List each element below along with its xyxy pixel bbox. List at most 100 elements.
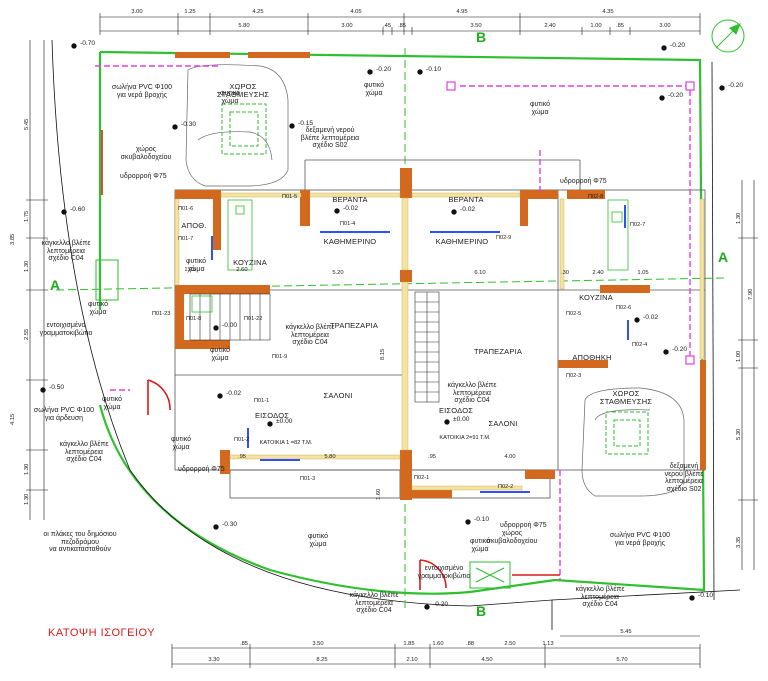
dim-inner: 5.80 xyxy=(324,454,336,460)
dwelling-1-area: ΚΑΤΟΙΚΙΑ 1 =82 Τ.Μ. xyxy=(259,440,313,446)
room-bedroom-left: ΚΑΘΗΜΕΡΙΝΟ xyxy=(323,237,377,246)
level-marker: -0.02 xyxy=(643,314,659,321)
dim-bottom: .88 xyxy=(465,641,475,647)
opening-code: Π01-6 xyxy=(178,206,194,212)
dim-bottom: 8.25 xyxy=(316,657,328,663)
dim-left: 5.45 xyxy=(24,118,30,130)
level-marker: -0.00 xyxy=(222,322,238,329)
opening-code: Π01-4 xyxy=(340,221,356,227)
note-stair-left: κάγκελλο βλέπε λεπτομέρεια σχέδιο C04 xyxy=(285,324,335,347)
opening-code: Π02-2 xyxy=(498,484,514,490)
dim-right: 5.30 xyxy=(736,428,742,440)
dim-inner: 1.60 xyxy=(376,488,382,500)
walls xyxy=(175,52,706,500)
level-marker: -0.20 xyxy=(672,346,688,353)
level-marker: -0.20 xyxy=(670,42,686,49)
dim-top: 3.00 xyxy=(131,9,143,15)
right-dimension-lines xyxy=(738,180,758,570)
dim-inner: 1.25 xyxy=(184,267,196,273)
dim-bottom: 1.85 xyxy=(403,641,415,647)
note-mailbox-right: εντοιχισμένο γραμματοκιβώτιο xyxy=(417,565,471,580)
dim-inner: 2.60 xyxy=(236,267,248,273)
level-marker: -0.20 xyxy=(376,66,392,73)
dim-bottom: .85 xyxy=(239,641,249,647)
room-bedroom-right: ΚΑΘΗΜΕΡΙΝΟ xyxy=(435,237,489,246)
opening-code: Π02-5 xyxy=(566,311,582,317)
room-parking-right: ΧΩΡΟΣ ΣΤΑΘΜΕΥΣΗΣ xyxy=(599,389,653,407)
dim-bottom: 5.45 xyxy=(620,629,632,635)
note-drain-1: υδρορροή Φ75 xyxy=(120,173,167,180)
dim-bottom: 3.30 xyxy=(208,657,220,663)
opening-code: Π01-3 xyxy=(300,476,316,482)
note-soil: φυτικό χώμα xyxy=(220,90,240,105)
note-pvc-rain-right: σωλήνα PVC Φ100 για νερά βροχής xyxy=(609,532,671,547)
room-verandah-left: ΒΕΡΑΝΤΑ xyxy=(332,195,368,204)
stairs-left xyxy=(189,293,271,341)
room-kitchen-right: ΚΟΥΖΙΝΑ xyxy=(579,293,613,302)
note-soil: φυτικό χώμα xyxy=(210,347,230,362)
room-kitchen-left: ΚΟΥΖΙΝΑ xyxy=(233,258,267,267)
dim-left: 2.55 xyxy=(24,328,30,340)
dim-bottom: 4.50 xyxy=(481,657,493,663)
room-living-left: ΣΑΛΟΝΙ xyxy=(323,391,353,400)
dim-left: 1.75 xyxy=(24,210,30,222)
level-marker: ±0.00 xyxy=(453,416,470,423)
plan-title: ΚΑΤΟΨΗ ΙΣΟΓΕΙΟΥ xyxy=(48,627,156,639)
dim-top: 4.35 xyxy=(602,9,614,15)
opening-code: Π01-1 xyxy=(254,398,270,404)
level-marker: -0.70 xyxy=(80,40,96,47)
room-entrance-right: ΕΙΣΟΔΟΣ xyxy=(438,406,474,415)
level-marker: -0.20 xyxy=(668,92,684,99)
note-bin-left: χώρος σκυβαλοδοχείου xyxy=(120,146,172,161)
room-entrance-left: ΕΙΣΟΔΟΣ xyxy=(254,411,290,420)
windows xyxy=(211,205,629,493)
note-drain-3: υδρορροή Φ75 xyxy=(178,466,225,473)
dim-inner: 4.00 xyxy=(504,454,516,460)
level-marker: -0.02 xyxy=(226,390,242,397)
note-soil: φυτικό χώμα xyxy=(308,533,328,548)
dim-top: 5.80 xyxy=(238,23,250,29)
planters xyxy=(95,259,511,589)
dim-top: 4.25 xyxy=(252,9,264,15)
north-arrow-icon xyxy=(711,19,745,53)
note-soil: φυτικό χώμα xyxy=(102,396,122,411)
level-marker: -0.10 xyxy=(426,66,442,73)
dim-top: 3.50 xyxy=(470,23,482,29)
water-tank-left xyxy=(221,103,267,155)
top-dimension-lines xyxy=(99,13,701,35)
water-tank-right xyxy=(605,411,649,455)
level-marker: ±0.00 xyxy=(276,418,293,425)
section-a-right: A xyxy=(718,249,729,265)
dim-inner: 5.20 xyxy=(332,270,344,276)
level-marker: -0.02 xyxy=(460,206,476,213)
dim-bottom: 1.60 xyxy=(432,641,444,647)
note-gate-2: κάγκελλο βλέπε λεπτομέρεια σχέδιο C04 xyxy=(59,441,109,464)
note-gate-4: κάγκελλο βλέπε λεπτομέρεια σχέδιο C04 xyxy=(575,586,625,609)
dim-top: 4.95 xyxy=(456,9,468,15)
room-dining-right: ΤΡΑΠΕΖΑΡΙΑ xyxy=(473,347,523,356)
dim-top: 3.00 xyxy=(659,23,671,29)
note-pvc-irrigation: σωλήνα PVC Φ100 για άρδευση xyxy=(33,407,95,422)
room-living-right: ΣΑΛΟΝΙ xyxy=(488,419,518,428)
level-marker: -0.30 xyxy=(222,521,238,528)
opening-code: Π02-6 xyxy=(616,305,632,311)
room-parking-left: ΧΩΡΟΣ ΣΤΑΘΜΕΥΣΗΣ xyxy=(216,82,270,100)
note-soil: φυτικό χώμα xyxy=(470,538,490,553)
note-gate-1: κάγκελλο βλέπε λεπτομέρεια σχέδιο C04 xyxy=(41,240,91,263)
dim-left: 1.30 xyxy=(24,260,30,272)
section-b-bottom: B xyxy=(476,603,487,619)
note-soil: φυτικό χώμα xyxy=(364,82,384,97)
dim-left: 1.30 xyxy=(24,463,30,475)
note-soil: φυτικό χώμα xyxy=(171,436,191,451)
note-mailbox-left: εντοιχισμένο γραμματοκιβώτιο xyxy=(39,322,93,337)
dim-top: 3.00 xyxy=(341,23,353,29)
left-dimension-lines xyxy=(26,40,48,520)
opening-code: Π02-3 xyxy=(566,373,582,379)
dim-top: 2.40 xyxy=(544,23,556,29)
note-soil: φυτικό χώμα xyxy=(530,101,550,116)
dim-inner: 2.40 xyxy=(592,270,604,276)
pipe-boxes xyxy=(446,81,695,365)
note-drain-2: υδρορροή Φ75 xyxy=(560,178,607,185)
dim-inner: 1.05 xyxy=(637,270,649,276)
